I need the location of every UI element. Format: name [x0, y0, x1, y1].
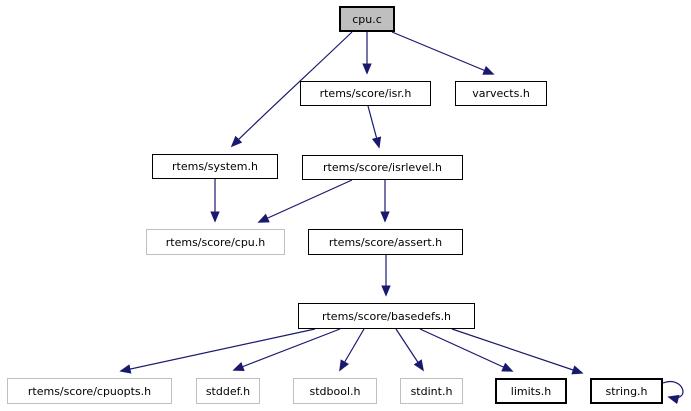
edge-isrlevel-cpuh — [257, 179, 353, 223]
edge-cpuc-system — [230, 31, 353, 148]
edge-string-selfloop — [662, 380, 684, 405]
node-limits-h[interactable]: limits.h — [495, 378, 567, 404]
node-rtems-score-basedefs-h[interactable]: rtems/score/basedefs.h — [298, 303, 475, 329]
edge-isr-isrlevel — [367, 105, 382, 149]
edge-cpuc-varvects — [391, 31, 495, 75]
edge-basedefs-stdbool — [339, 328, 365, 372]
node-stdint-h: stdint.h — [400, 378, 463, 404]
node-cpu-c[interactable]: cpu.c — [339, 6, 395, 32]
node-rtems-system-h[interactable]: rtems/system.h — [152, 154, 278, 179]
node-rtems-score-isrlevel-h[interactable]: rtems/score/isrlevel.h — [302, 155, 463, 180]
node-varvects-h[interactable]: varvects.h — [455, 81, 547, 106]
edge-basedefs-limits — [419, 328, 514, 372]
node-rtems-score-isr-h[interactable]: rtems/score/isr.h — [300, 81, 431, 106]
node-stddef-h: stddef.h — [196, 378, 260, 404]
edge-basedefs-stdint — [395, 328, 424, 372]
node-rtems-score-cpuopts-h: rtems/score/cpuopts.h — [7, 378, 172, 404]
edge-basedefs-cpuopts — [119, 328, 316, 374]
node-string-h[interactable]: string.h — [590, 378, 663, 404]
node-stdbool-h: stdbool.h — [293, 378, 377, 404]
node-rtems-score-assert-h[interactable]: rtems/score/assert.h — [308, 229, 463, 255]
node-rtems-score-cpu-h: rtems/score/cpu.h — [146, 229, 285, 255]
edge-basedefs-string — [451, 328, 584, 375]
edge-basedefs-stddef — [232, 328, 341, 371]
